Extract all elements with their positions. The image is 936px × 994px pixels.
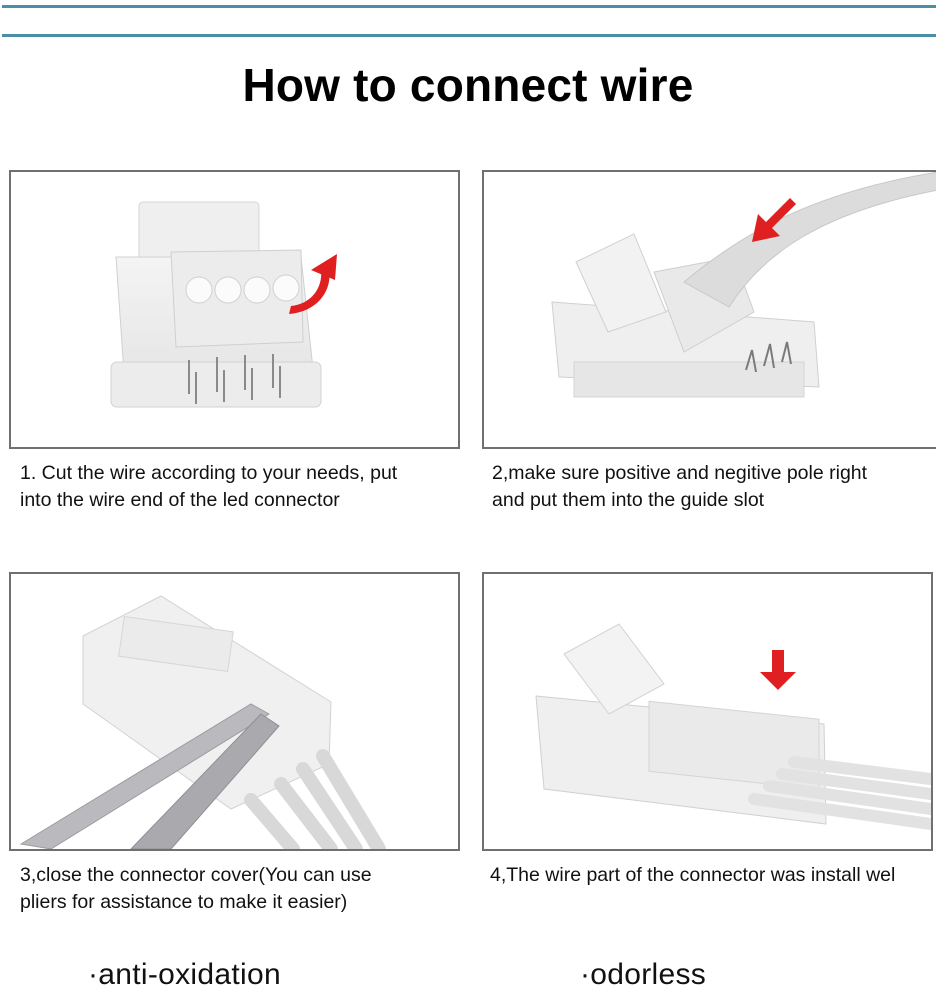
second-divider-line [2,34,936,37]
installed-connector-illustration [535,623,931,830]
step-3-image [9,572,460,851]
step-4-caption: 4,The wire part of the connector was ins… [490,862,895,889]
top-divider-line [2,5,936,8]
arrow-down-left-icon [752,198,802,242]
step-2-caption-line-2: and put them into the guide slot [492,489,765,511]
step-1-caption-line-1: 1. Cut the wire according to your needs,… [20,462,398,484]
step-2-image [482,170,936,449]
step-4-image [482,572,933,851]
curved-arrow-icon [289,254,337,314]
arrow-down-icon [760,650,796,690]
open-connector-illustration [110,201,337,408]
page-title: How to connect wire [242,59,694,111]
step-1-caption: 1. Cut the wire according to your needs,… [20,460,397,514]
wire-insertion-illustration [551,172,936,398]
step-1-image [9,170,460,449]
step-3-caption-line-2: pliers for assistance to make it easier) [20,891,348,913]
pliers-closing-illustration [19,595,386,849]
feature-anti-oxidation: ·anti-oxidation [88,958,281,991]
feature-odorless: ·odorless [580,958,707,991]
step-2-caption-line-1: 2,make sure positive and negitive pole r… [492,462,868,484]
step-3-caption-line-1: 3,close the connector cover(You can use [20,864,372,886]
step-4-caption-line-1: 4,The wire part of the connector was ins… [490,864,896,886]
step-2-caption: 2,make sure positive and negitive pole r… [492,460,867,514]
step-1-caption-line-2: into the wire end of the led connector [20,489,340,511]
step-3-caption: 3,close the connector cover(You can use … [20,862,372,916]
